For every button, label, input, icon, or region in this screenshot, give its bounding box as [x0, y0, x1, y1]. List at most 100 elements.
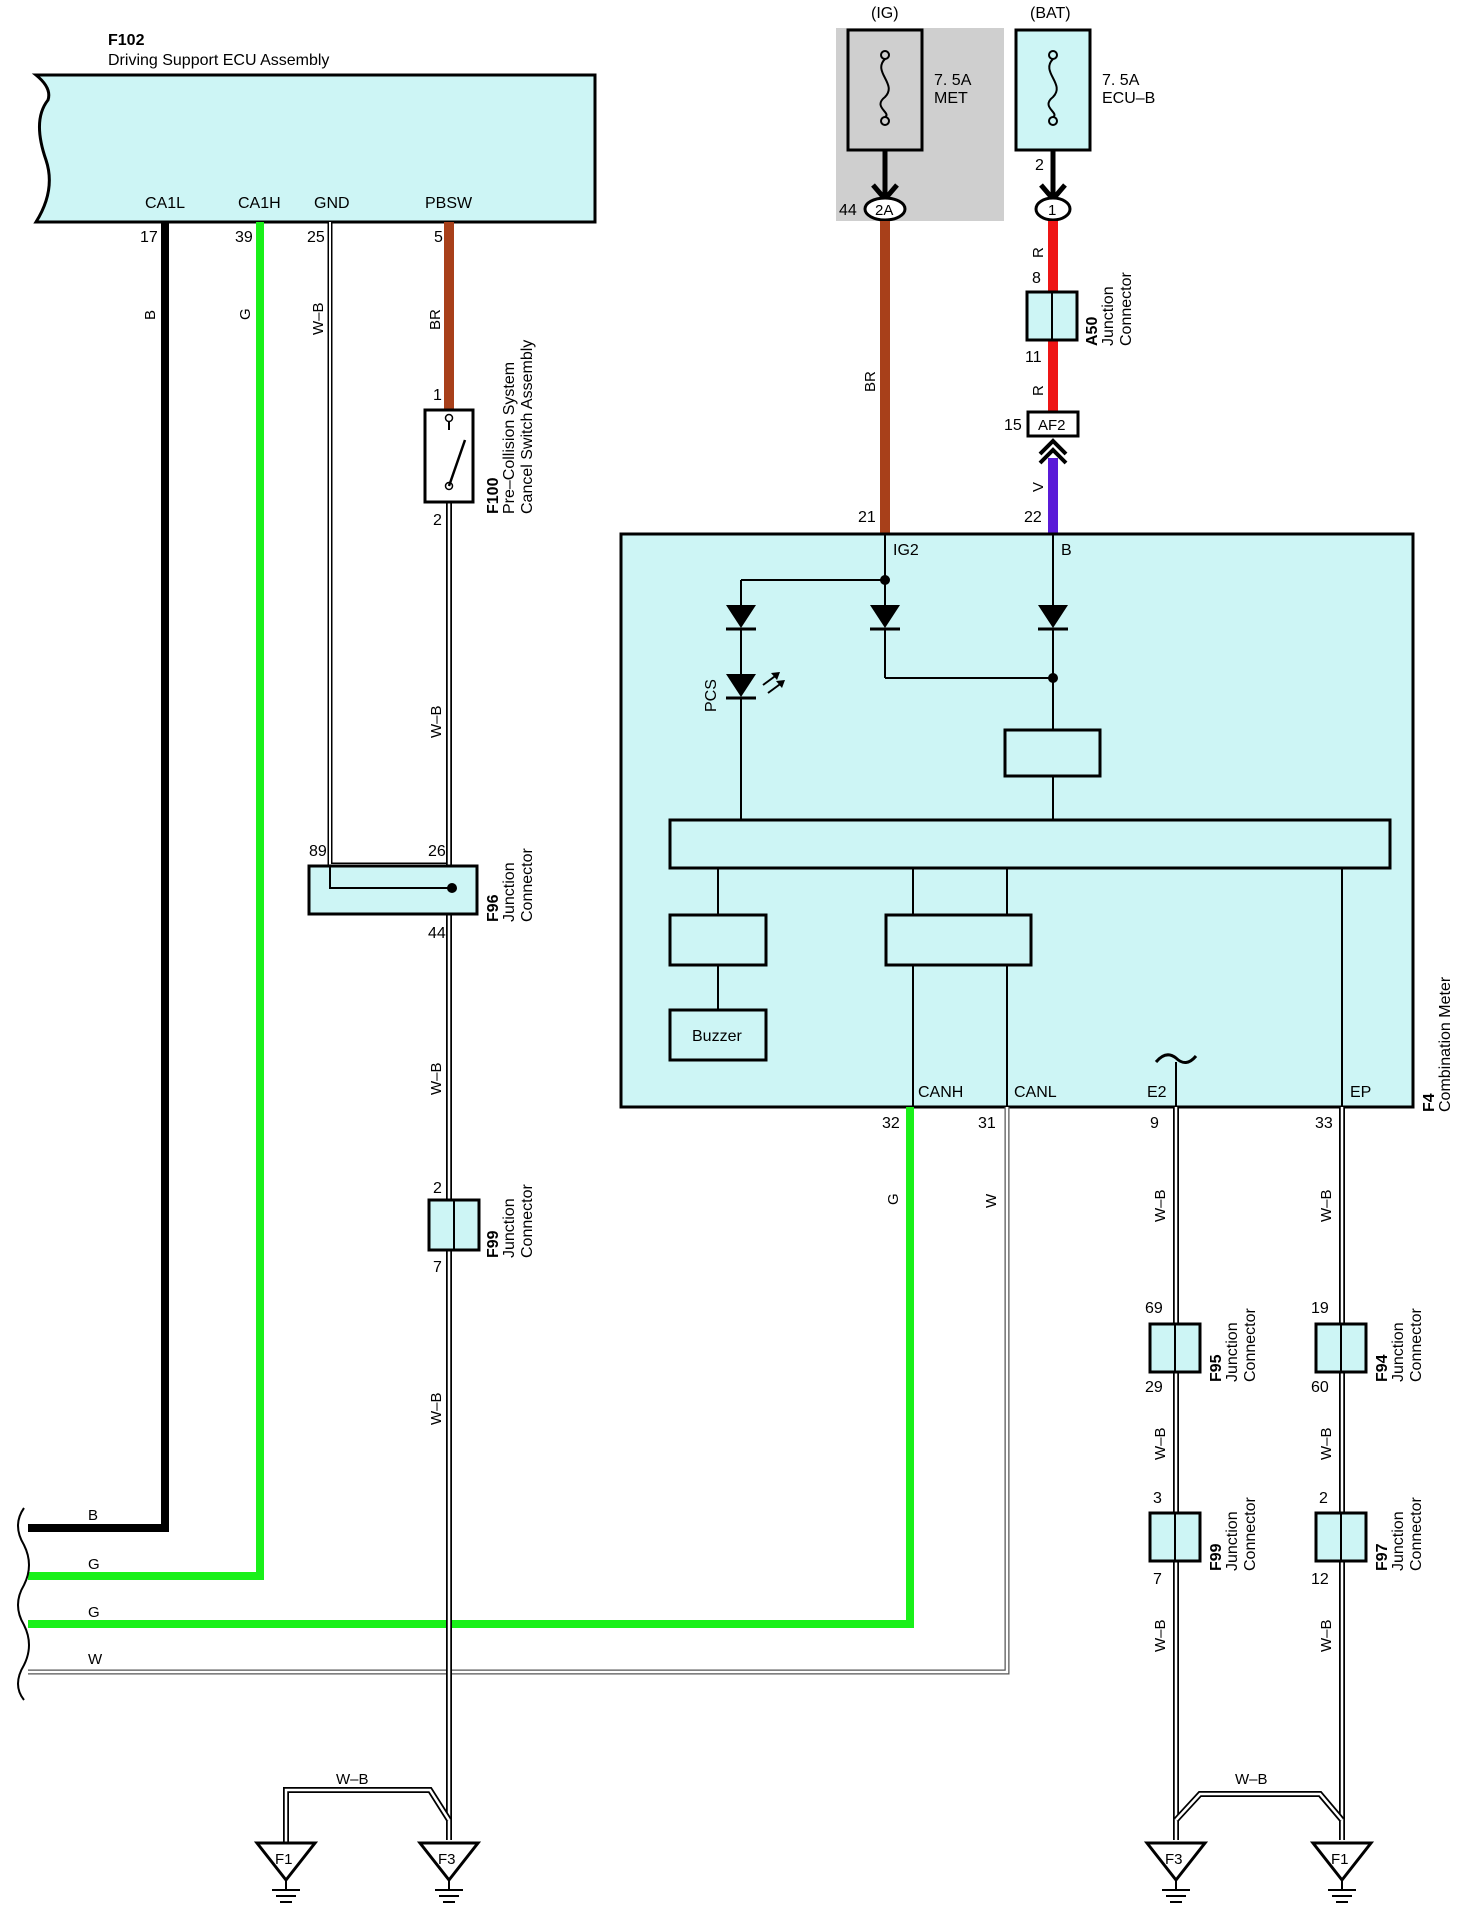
f95-pin-69: 69	[1145, 1300, 1163, 1317]
ground-f1-right-label: F1	[1331, 1851, 1349, 1868]
fuse-met-rating: 7. 5A	[934, 72, 972, 89]
buzzer	[668, 1008, 768, 1062]
meter-pin-21: 21	[858, 509, 876, 526]
f99-right-code: F99	[1208, 1543, 1225, 1571]
meter-pin-e2-label: E2	[1147, 1084, 1167, 1101]
f94-code: F94	[1374, 1354, 1391, 1382]
f99-right-name-2: Connector	[1242, 1497, 1259, 1571]
wire-canl	[28, 1107, 1010, 1675]
wire-wb-label-7: W–B	[1318, 1427, 1335, 1460]
ecu-pin-ca1l-number: 17	[140, 229, 158, 246]
f95-name-2: Connector	[1242, 1308, 1259, 1382]
a50-name-1: Junction	[1100, 286, 1117, 346]
wire-wb-label-2: W–B	[428, 1062, 445, 1095]
a50-code: A50	[1084, 317, 1101, 346]
wire-wb-label-6: W–B	[1152, 1427, 1169, 1460]
fuse-met-name: MET	[934, 90, 968, 107]
ecu-pin-pbsw-label: PBSW	[425, 195, 473, 212]
switch-name-1: Pre–Collision System	[501, 362, 518, 514]
meter-cpu-block	[668, 818, 1392, 870]
f94-name-2: Connector	[1408, 1308, 1425, 1382]
wire-wb-label-8: W–B	[1152, 1619, 1169, 1652]
a50-name-2: Connector	[1118, 272, 1135, 346]
wire-canh-color: G	[885, 1193, 902, 1205]
wire-ca1l-color: B	[142, 310, 159, 320]
f95-pin-29: 29	[1145, 1379, 1163, 1396]
meter-driver-block	[668, 913, 768, 967]
fuse-ecub-supply: (BAT)	[1030, 5, 1071, 22]
f99-left-pin-2: 2	[433, 1180, 442, 1197]
ground-f3-left-label: F3	[438, 1851, 456, 1868]
fuse-ecub-pin: 2	[1035, 157, 1044, 174]
bus-b-label: B	[88, 1507, 98, 1524]
fuse-met-pin: 44	[839, 202, 857, 219]
f96-pin-26: 26	[428, 843, 446, 860]
switch-pin-bottom: 2	[433, 512, 442, 529]
f96-code: F96	[485, 894, 502, 922]
meter-code: F4	[1421, 1093, 1438, 1112]
junction-f99-left: 2 7 F99 Junction Connector	[427, 1180, 536, 1276]
f99-right-pin-3: 3	[1153, 1490, 1162, 1507]
ecu-pin-ca1h-label: CA1H	[238, 195, 281, 212]
wire-wb-label-3: W–B	[428, 1392, 445, 1425]
a50-pin-8: 8	[1032, 270, 1041, 287]
wire-ecub-2-color: R	[1030, 385, 1047, 396]
switch-pin-top: 1	[433, 387, 442, 404]
meter-name: Combination Meter	[1437, 976, 1454, 1112]
bus-break-mark	[17, 1507, 30, 1701]
junction-f94: 19 60 F94 Junction Connector	[1311, 1300, 1425, 1396]
f94-pin-19: 19	[1311, 1300, 1329, 1317]
af2-label: AF2	[1038, 417, 1066, 434]
cancel-switch: 1 2 F100 Pre–Collision System Cancel Swi…	[423, 340, 536, 529]
f99-right-name-1: Junction	[1224, 1511, 1241, 1571]
meter-can-transceiver	[884, 913, 1033, 967]
ecu-pin-ca1h-number: 39	[235, 229, 253, 246]
f96-pin-44: 44	[428, 925, 446, 942]
switch-code: F100	[485, 477, 502, 514]
ecu-pin-gnd-number: 25	[307, 229, 325, 246]
f95-code: F95	[1208, 1354, 1225, 1382]
junction-a50: 8 11 A50 Junction Connector	[1025, 270, 1135, 366]
ecu-assembly: F102 Driving Support ECU Assembly CA1L C…	[31, 32, 597, 246]
meter-pin-33: 33	[1315, 1115, 1333, 1132]
ecu-pin-ca1l-label: CA1L	[145, 195, 185, 212]
ground-jumper-right-label: W–B	[1235, 1771, 1268, 1788]
a50-pin-11: 11	[1025, 349, 1042, 366]
ground-f3-right-label: F3	[1165, 1851, 1183, 1868]
meter-pin-canl-label: CANL	[1014, 1084, 1057, 1101]
wire-ecub-1-color: R	[1030, 247, 1047, 258]
ground-f1-right: F1	[1309, 1841, 1375, 1903]
f94-name-1: Junction	[1390, 1322, 1407, 1382]
meter-pin-ep-label: EP	[1350, 1084, 1371, 1101]
wire-wb-label-5: W–B	[1318, 1189, 1335, 1222]
fuse-met-supply: (IG)	[871, 5, 899, 22]
wire-af2-color: V	[1030, 482, 1047, 492]
meter-pin-9: 9	[1150, 1115, 1159, 1132]
f95-name-1: Junction	[1224, 1322, 1241, 1382]
f96-name-1: Junction	[501, 862, 518, 922]
wire-wb-label-4: W–B	[1152, 1189, 1169, 1222]
f99-right-pin-7: 7	[1153, 1571, 1162, 1588]
bus-g1-label: G	[88, 1556, 100, 1573]
meter-pin-32: 32	[882, 1115, 900, 1132]
f97-pin-2: 2	[1319, 1490, 1328, 1507]
af2-pin: 15	[1004, 417, 1022, 434]
bus-g2-label: G	[88, 1604, 100, 1621]
f99-left-name-1: Junction	[501, 1198, 518, 1258]
switch-name-2: Cancel Switch Assembly	[519, 340, 536, 514]
junction-f99-right: 3 7 F99 Junction Connector	[1148, 1490, 1259, 1588]
f99-left-pin-7: 7	[433, 1259, 442, 1276]
wire-ground-jumper-right	[1173, 1791, 1345, 1823]
wire-ground-jumper-left	[283, 1787, 452, 1843]
meter-pin-22: 22	[1024, 509, 1042, 526]
junction-f96: 89 26 44 F96 Junction Connector	[307, 843, 536, 942]
wire-canh	[28, 1107, 914, 1628]
meter-pin-canh-label: CANH	[918, 1084, 963, 1101]
buzzer-label: Buzzer	[692, 1028, 742, 1045]
ground-f1-left-label: F1	[275, 1851, 293, 1868]
meter-label-b: B	[1061, 542, 1072, 559]
wire-wb-label-9: W–B	[1318, 1619, 1335, 1652]
wire-pbsw-color: BR	[427, 309, 444, 330]
